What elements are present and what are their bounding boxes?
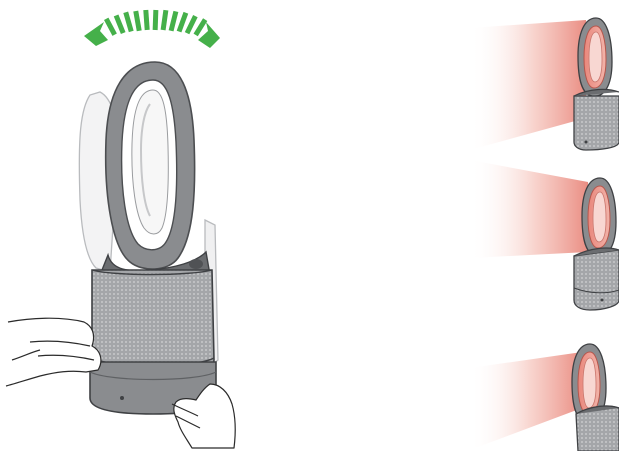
neck-button	[189, 259, 203, 269]
heat-airflow-icon	[470, 20, 586, 150]
fan-body-1	[574, 96, 619, 150]
airflow-up-panel	[470, 18, 619, 150]
fan-loop-red-2	[582, 178, 616, 256]
heat-airflow-icon	[470, 160, 588, 258]
heat-airflow-icon	[470, 352, 582, 450]
fan-loop-red-1	[578, 18, 612, 96]
power-indicator	[120, 396, 124, 400]
amplifier-loop	[106, 62, 195, 269]
left-hand	[6, 318, 101, 386]
swivel-arrows-icon	[84, 10, 220, 48]
tilt-demo-panel	[6, 10, 235, 448]
airflow-down-panel	[470, 344, 619, 451]
airflow-level-panel	[470, 160, 619, 310]
fan-body-2	[574, 250, 619, 310]
